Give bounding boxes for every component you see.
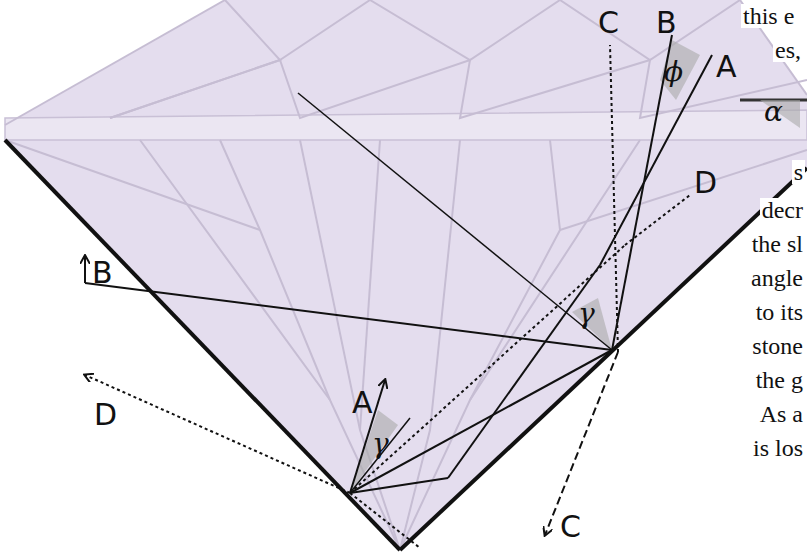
ray-label: A xyxy=(352,388,373,418)
page-text: stone xyxy=(750,334,805,358)
page-text: this e xyxy=(741,4,796,28)
page-text: s xyxy=(792,160,805,184)
ray-label: C xyxy=(560,512,581,542)
angle-label: ϕ xyxy=(664,58,683,86)
page-text: angle xyxy=(749,266,805,290)
ray-label: D xyxy=(94,400,117,430)
page-text: As a xyxy=(758,402,805,426)
page-text: decr xyxy=(760,198,805,222)
pavilion-edge xyxy=(400,168,807,550)
angle-label: γ xyxy=(372,430,389,458)
light-rays xyxy=(85,35,712,493)
angle-label: γ xyxy=(578,300,595,328)
angle-wedge xyxy=(572,298,612,350)
facet-lines xyxy=(5,0,807,550)
angle-label: α xyxy=(764,98,783,126)
dotted-rays xyxy=(85,45,690,548)
diamond-body xyxy=(5,0,807,550)
pavilion-edge xyxy=(5,140,400,550)
page-text: to its xyxy=(754,300,805,324)
ray-label: C xyxy=(598,8,619,38)
ray-label: B xyxy=(92,258,113,288)
page-text: is los xyxy=(751,436,805,460)
ray-label: B xyxy=(656,8,677,38)
angle-wedge xyxy=(660,40,700,100)
page-text: the g xyxy=(754,368,805,392)
ray-label: D xyxy=(694,168,717,198)
ray-label: A xyxy=(716,52,737,82)
girdle xyxy=(5,110,807,140)
page-text: es, xyxy=(773,38,803,62)
page-text: the sl xyxy=(750,232,805,256)
